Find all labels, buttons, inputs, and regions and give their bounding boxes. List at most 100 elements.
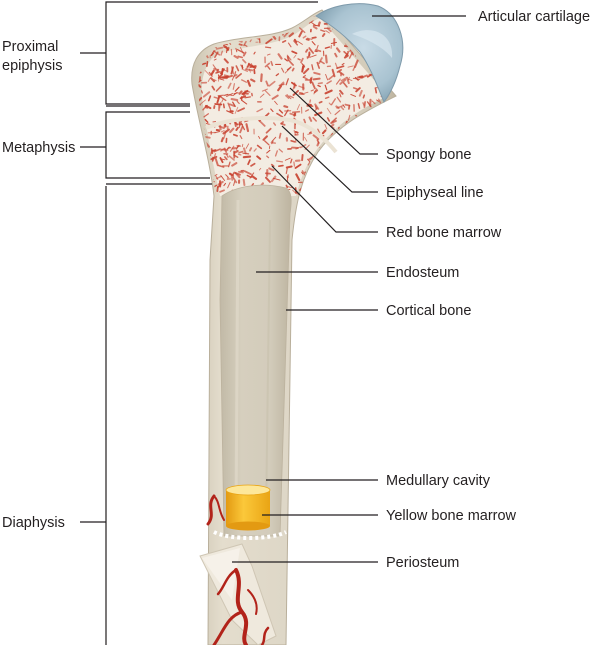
marrow-speck: [365, 128, 369, 132]
marrow-speck: [213, 16, 215, 19]
spongy-bone-label: Spongy bone: [386, 147, 471, 163]
marrow-speck: [335, 54, 337, 57]
marrow-speck: [286, 186, 287, 188]
marrow-speck: [345, 56, 348, 58]
marrow-speck: [244, 180, 245, 185]
marrow-speck: [316, 184, 317, 189]
marrow-speck: [370, 178, 371, 184]
marrow-speck: [362, 182, 365, 188]
marrow-speck: [239, 172, 243, 173]
marrow-speck: [240, 92, 242, 94]
marrow-speck: [230, 14, 231, 16]
marrow-speck: [280, 134, 281, 138]
marrow-speck: [266, 47, 271, 48]
marrow-speck: [320, 173, 324, 178]
marrow-speck: [215, 17, 217, 19]
marrow-speck: [200, 135, 201, 139]
marrow-speck: [204, 186, 205, 192]
marrow-speck: [207, 23, 208, 28]
marrow-speck: [209, 186, 212, 187]
right-labels: Articular cartilage Spongy bone Epiphyse…: [386, 9, 590, 571]
marrow-speck: [369, 155, 374, 157]
marrow-speck: [372, 165, 375, 167]
marrow-speck: [360, 123, 364, 124]
marrow-speck: [336, 138, 338, 140]
marrow-speck: [369, 127, 374, 130]
marrow-speck: [208, 18, 212, 20]
marrow-speck: [202, 91, 203, 93]
marrow-speck: [205, 107, 207, 108]
marrow-speck: [197, 26, 201, 27]
medullary-cavity-shape: [220, 185, 291, 536]
marrow-speck: [355, 130, 359, 132]
marrow-speck: [319, 23, 320, 26]
marrow-speck: [328, 193, 333, 197]
cortical-bone-label: Cortical bone: [386, 303, 471, 319]
marrow-speck: [250, 148, 251, 151]
marrow-speck: [294, 114, 295, 116]
marrow-speck: [361, 129, 368, 130]
marrow-speck: [232, 99, 238, 100]
epiphyseal-line-label: Epiphyseal line: [386, 185, 484, 201]
marrow-speck: [389, 163, 394, 167]
marrow-speck: [376, 115, 381, 116]
marrow-speck: [364, 181, 368, 183]
marrow-speck: [231, 23, 237, 24]
marrow-speck: [368, 143, 369, 146]
marrow-speck: [309, 198, 311, 203]
medullary-cavity-label: Medullary cavity: [386, 473, 491, 489]
marrow-speck: [309, 167, 313, 169]
marrow-speck: [250, 14, 252, 16]
marrow-speck: [240, 44, 242, 45]
marrow-speck: [206, 30, 209, 34]
marrow-speck: [392, 112, 395, 115]
marrow-speck: [310, 195, 313, 200]
marrow-speck: [391, 140, 395, 144]
marrow-speck: [214, 97, 218, 98]
marrow-speck: [224, 15, 226, 19]
proximal-epiphysis-label-line2: epiphysis: [2, 58, 62, 74]
marrow-speck: [215, 104, 221, 105]
marrow-speck: [281, 124, 284, 125]
marrow-speck: [385, 167, 387, 169]
marrow-speck: [261, 74, 262, 81]
marrow-speck: [345, 105, 349, 106]
marrow-speck: [329, 165, 332, 168]
marrow-speck: [302, 155, 303, 160]
marrow-speck: [242, 144, 243, 146]
marrow-speck: [335, 155, 340, 156]
marrow-speck: [376, 109, 380, 110]
marrow-speck: [359, 181, 361, 188]
marrow-speck: [224, 44, 225, 47]
marrow-speck: [315, 188, 320, 189]
marrow-speck: [379, 137, 380, 139]
marrow-speck: [232, 176, 233, 180]
marrow-speck: [222, 25, 226, 27]
marrow-speck: [358, 118, 365, 120]
marrow-speck: [197, 160, 199, 163]
marrow-speck: [239, 152, 242, 153]
marrow-speck: [392, 110, 394, 112]
marrow-speck: [371, 137, 372, 143]
marrow-speck: [225, 149, 226, 152]
marrow-speck: [202, 151, 203, 154]
marrow-speck: [228, 48, 229, 50]
marrow-speck: [284, 106, 287, 107]
marrow-speck: [313, 181, 316, 184]
marrow-speck: [205, 26, 208, 28]
diaphysis-label: Diaphysis: [2, 515, 65, 531]
bone-body: [192, 4, 403, 645]
marrow-speck: [329, 187, 331, 189]
marrow-speck: [230, 174, 232, 175]
marrow-speck: [352, 183, 356, 188]
marrow-speck: [329, 161, 334, 164]
marrow-speck: [388, 173, 390, 174]
marrow-speck: [353, 174, 355, 178]
marrow-speck: [328, 189, 330, 191]
marrow-speck: [372, 192, 375, 196]
marrow-speck: [198, 161, 201, 162]
marrow-speck: [310, 132, 312, 133]
marrow-speck: [306, 190, 310, 192]
marrow-speck: [245, 18, 248, 23]
marrow-speck: [320, 102, 322, 103]
